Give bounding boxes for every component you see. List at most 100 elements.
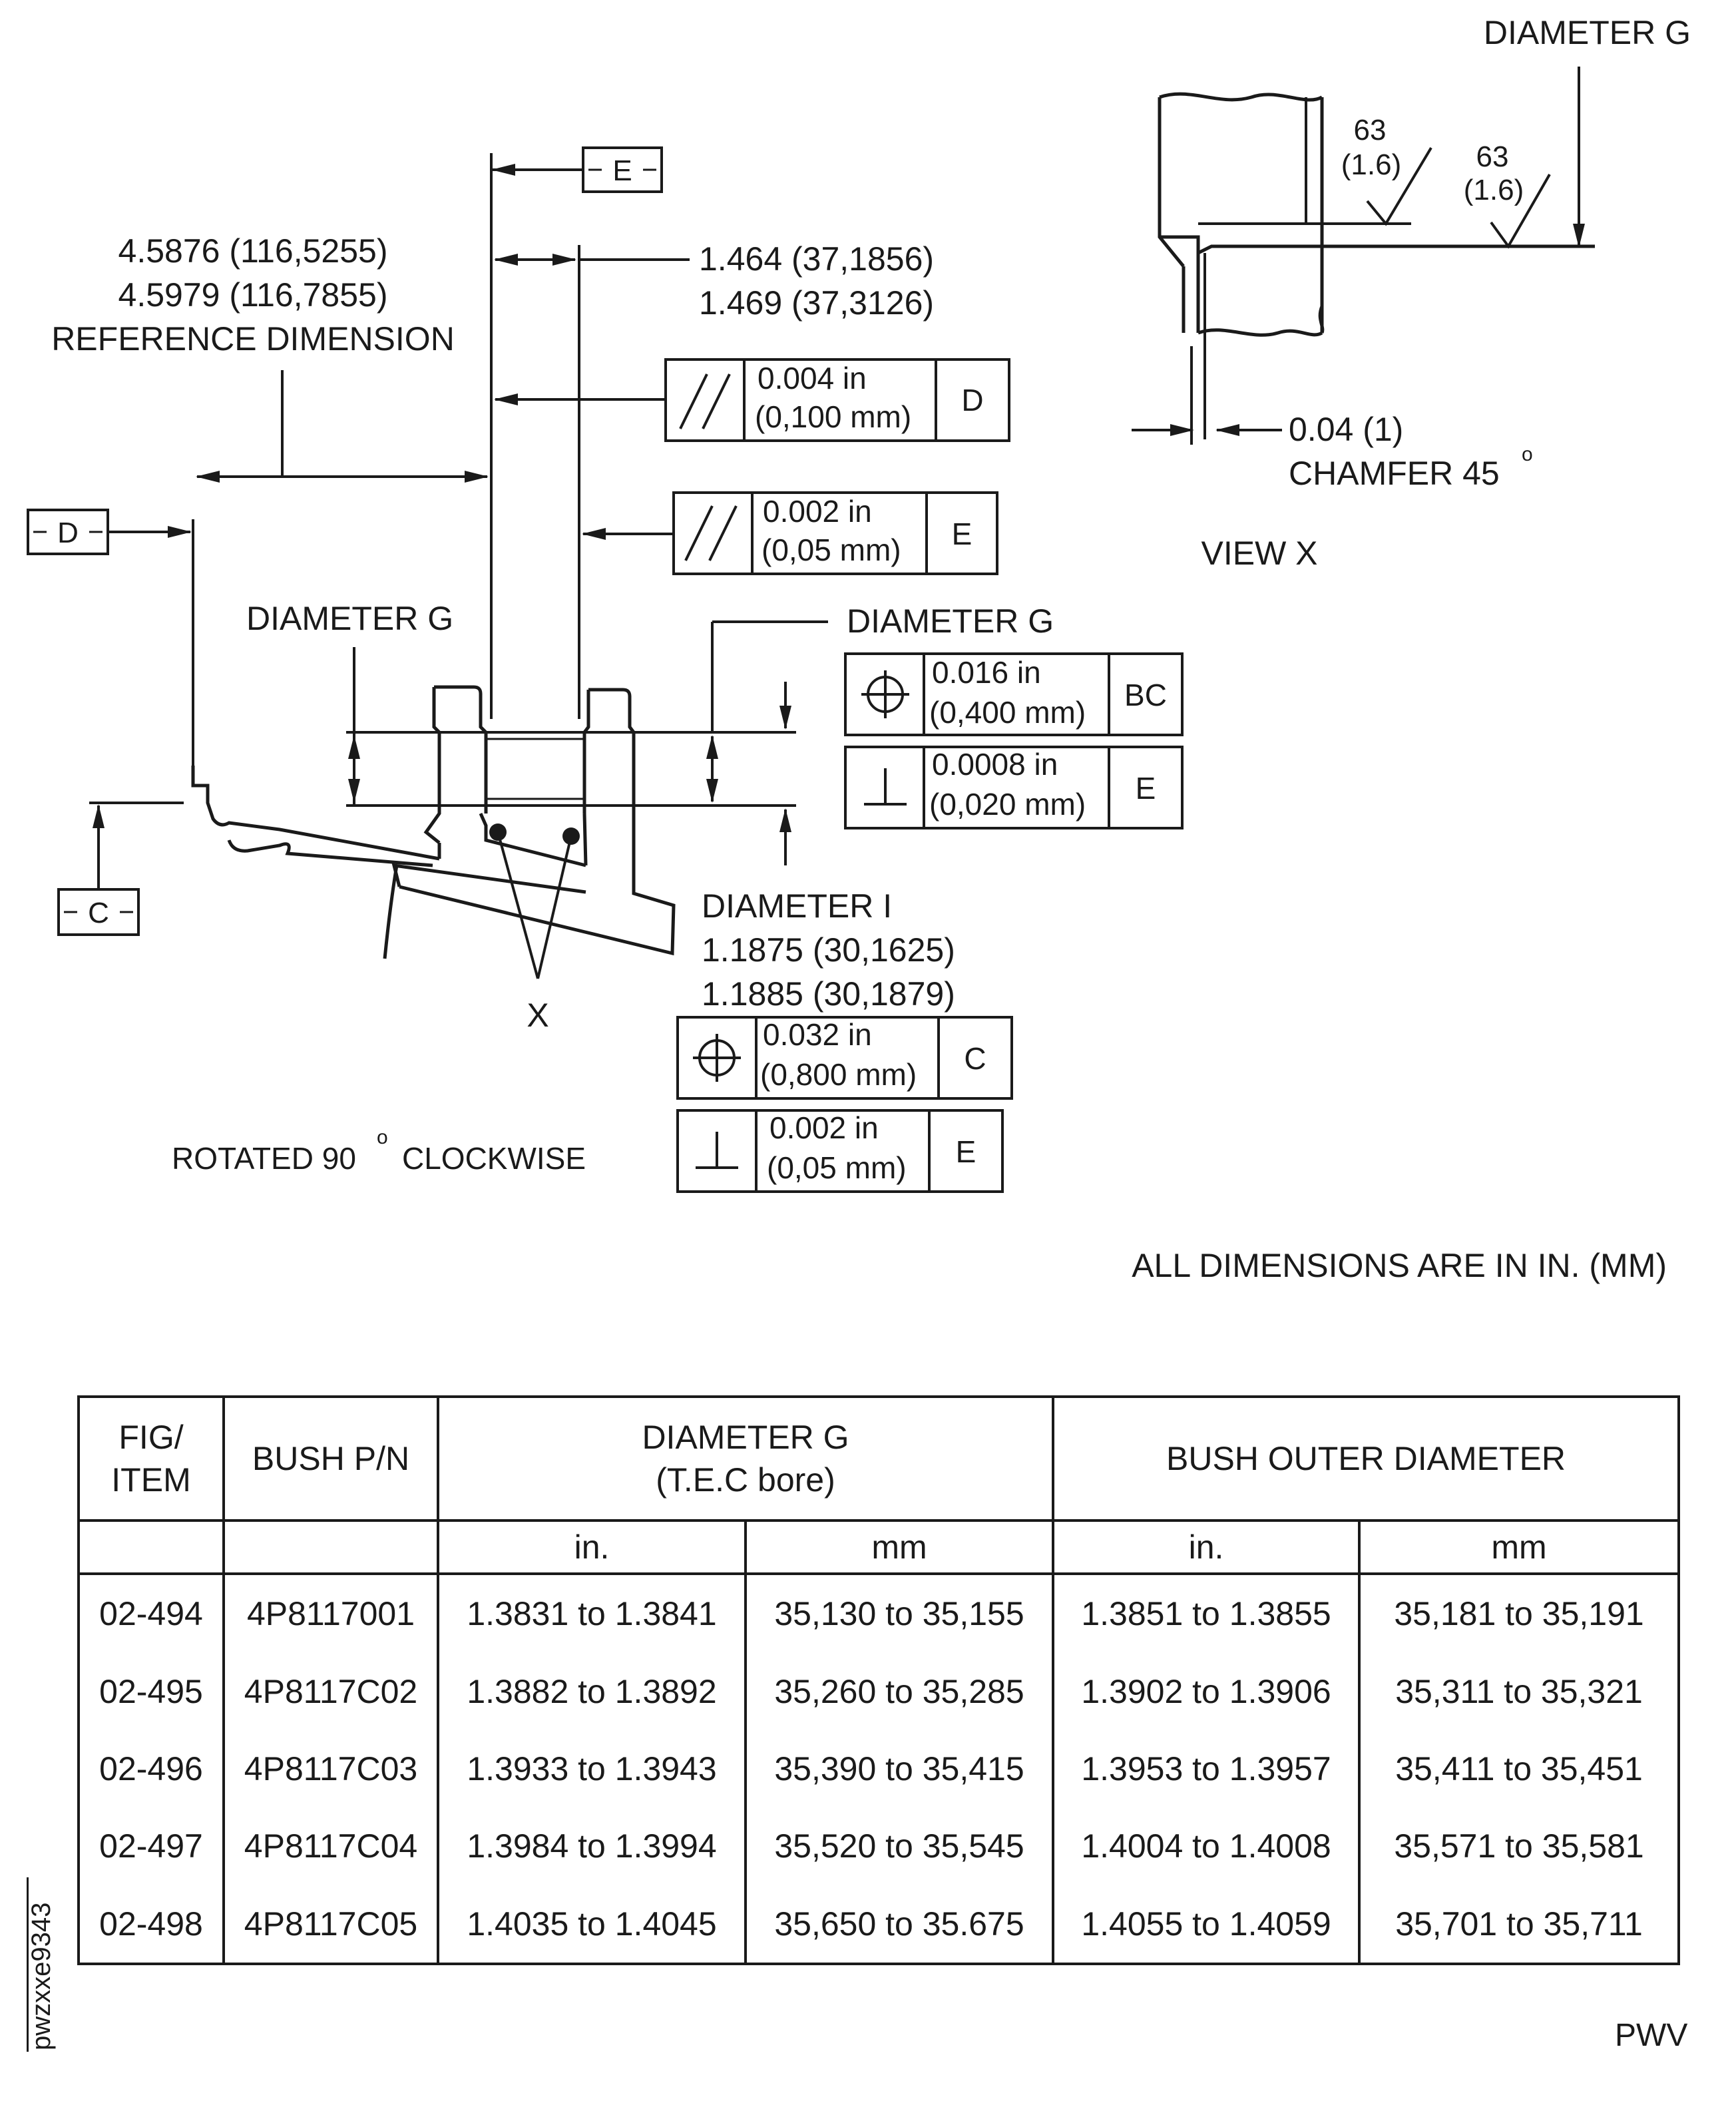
ref-dimension-line1: 4.5876 (116,5255) [118, 232, 388, 270]
cell-item: 02-496 [77, 1730, 225, 1808]
detail-x-markers: X [489, 823, 580, 1034]
header-g-in: in. [437, 1519, 747, 1575]
cell-pn: 4P8117C05 [222, 1885, 439, 1966]
parallelism-icon [679, 373, 708, 429]
diameter-i-label: DIAMETER I [702, 887, 892, 925]
diameter-g-right-label: DIAMETER G [847, 602, 1054, 640]
fcf-d-tol-in: 0.004 in [758, 361, 867, 395]
main-section-view: E D C 4.5876 (116,5255) 4.5979 [27, 146, 1184, 1193]
chamfer-label: CHAMFER 45 [1289, 455, 1500, 492]
ref-dimension-label: REFERENCE DIMENSION [51, 320, 455, 357]
detail-x-label: X [527, 997, 548, 1034]
rotated-note: ROTATED 90 [172, 1141, 356, 1176]
table-row: 02-498 4P8117C05 1.4035 to 1.4045 35,650… [77, 1885, 1681, 1966]
finish-2-metric: (1.6) [1464, 174, 1524, 206]
fcf-position-bc: 0.016 in (0,400 mm) BC [844, 652, 1184, 736]
ref-dimension-line2: 4.5979 (116,7855) [118, 276, 388, 314]
datum-c-label: C [88, 897, 109, 929]
table-row: 02-494 4P8117001 1.3831 to 1.3841 35,130… [77, 1574, 1681, 1653]
fcf-perpendicularity-e-1: 0.0008 in (0,020 mm) E [844, 746, 1184, 829]
header-blank [222, 1519, 439, 1575]
cell-od-mm: 35,571 to 35,581 [1358, 1807, 1681, 1885]
fcf-c-tol-mm: (0,800 mm) [760, 1057, 917, 1092]
cell-pn: 4P8117C03 [222, 1730, 439, 1808]
cell-g-mm: 35,390 to 35,415 [744, 1730, 1055, 1808]
cell-g-mm: 35,130 to 35,155 [744, 1574, 1055, 1653]
cell-od-mm: 35,311 to 35,321 [1358, 1652, 1681, 1730]
header-od-mm: mm [1358, 1519, 1681, 1575]
header-bush-outer-diameter: BUSH OUTER DIAMETER [1052, 1395, 1681, 1522]
diameter-i-line2: 1.1875 (30,1625) [702, 931, 955, 969]
fcf-c-datum: C [964, 1041, 986, 1076]
bush-dimensions-table: FIG/ITEM BUSH P/N DIAMETER G(T.E.C bore)… [77, 1395, 1681, 1966]
fcf-perpendicularity-e-2: 0.002 in (0,05 mm) E [676, 1109, 1004, 1193]
diameter-g-left-label: DIAMETER G [246, 600, 453, 637]
rotated-note-tail: CLOCKWISE [402, 1141, 586, 1176]
datum-c-symbol: C [57, 802, 184, 936]
cell-od-in: 1.3953 to 1.3957 [1052, 1730, 1361, 1808]
datum-e-label: E [612, 154, 632, 187]
cell-od-in: 1.4004 to 1.4008 [1052, 1807, 1361, 1885]
cell-item: 02-498 [77, 1885, 225, 1966]
header-g-mm: mm [744, 1519, 1055, 1575]
fcf-perp2-tol-in: 0.002 in [769, 1110, 879, 1145]
view-x-title: VIEW X [1201, 535, 1317, 572]
corner-mark: PWV [1615, 2018, 1688, 2053]
cell-g-mm: 35,520 to 35,545 [744, 1807, 1055, 1885]
cell-od-in: 1.4055 to 1.4059 [1052, 1885, 1361, 1966]
fcf-d-tol-mm: (0,100 mm) [755, 399, 911, 434]
parallelism-icon [684, 505, 714, 561]
fcf-bc-datum: BC [1124, 678, 1167, 712]
cell-g-mm: 35,650 to 35.675 [744, 1885, 1055, 1966]
datum-e-symbol: E [491, 146, 663, 193]
surface-finish-icon [1366, 146, 1432, 226]
drawing-code: pwzxxe9343 [27, 1902, 56, 2050]
cell-item: 02-494 [77, 1574, 225, 1653]
drawing-code-rule [27, 1877, 29, 2052]
cell-pn: 4P8117001 [222, 1574, 439, 1653]
fcf-bc-tol-mm: (0,400 mm) [929, 695, 1086, 730]
view-x-diameter-g: DIAMETER G [1484, 14, 1691, 51]
table-row: 02-496 4P8117C03 1.3933 to 1.3943 35,390… [77, 1730, 1681, 1808]
cell-od-mm: 35,181 to 35,191 [1358, 1574, 1681, 1653]
finish-1-value: 63 [1354, 114, 1387, 146]
width-dimension-line2: 1.469 (37,3126) [699, 284, 934, 322]
cell-pn: 4P8117C02 [222, 1652, 439, 1730]
fcf-d-datum: D [961, 383, 983, 417]
cell-g-in: 1.3882 to 1.3892 [437, 1652, 747, 1730]
cell-item: 02-497 [77, 1807, 225, 1885]
fcf-parallelism-d: 0.004 in (0,100 mm) D [494, 358, 1010, 442]
cell-g-in: 1.3933 to 1.3943 [437, 1730, 747, 1808]
header-od-in: in. [1052, 1519, 1361, 1575]
fcf-perp2-tol-mm: (0,05 mm) [767, 1150, 907, 1185]
finish-1-metric: (1.6) [1341, 148, 1401, 181]
bush-dimensions-table-container: FIG/ITEM BUSH P/N DIAMETER G(T.E.C bore)… [77, 1395, 1681, 1966]
cell-g-mm: 35,260 to 35,285 [744, 1652, 1055, 1730]
fcf-perp1-datum: E [1136, 771, 1156, 806]
cell-od-in: 1.3851 to 1.3855 [1052, 1574, 1361, 1653]
cell-od-mm: 35,411 to 35,451 [1358, 1730, 1681, 1808]
datum-d-symbol: D [27, 509, 192, 555]
fcf-bc-tol-in: 0.016 in [932, 655, 1041, 690]
chamfer-size: 0.04 (1) [1289, 411, 1403, 448]
fcf-perp1-tol-mm: (0,020 mm) [929, 787, 1086, 821]
rotated-note-degree: o [377, 1126, 388, 1148]
cell-item: 02-495 [77, 1652, 225, 1730]
fcf-c-tol-in: 0.032 in [763, 1017, 872, 1052]
chamfer-degree: o [1522, 443, 1533, 465]
header-diameter-g: DIAMETER G(T.E.C bore) [436, 1395, 1055, 1522]
table-row: 02-497 4P8117C04 1.3984 to 1.3994 35,520… [77, 1807, 1681, 1885]
finish-2-value: 63 [1476, 140, 1509, 173]
diameter-i-line3: 1.1885 (30,1879) [702, 975, 955, 1013]
header-bush-pn: BUSH P/N [222, 1395, 439, 1522]
view-x-detail: DIAMETER G 63 (1.6) 63 (1.6) 0.04 (1) CH… [1132, 14, 1691, 572]
cell-od-mm: 35,701 to 35,711 [1358, 1885, 1681, 1966]
cell-g-in: 1.4035 to 1.4045 [437, 1885, 747, 1966]
fcf-e-datum: E [952, 517, 973, 551]
units-note: ALL DIMENSIONS ARE IN IN. (MM) [1132, 1247, 1667, 1284]
fcf-perp2-datum: E [956, 1134, 977, 1169]
header-blank [77, 1519, 225, 1575]
cell-g-in: 1.3984 to 1.3994 [437, 1807, 747, 1885]
cell-pn: 4P8117C04 [222, 1807, 439, 1885]
